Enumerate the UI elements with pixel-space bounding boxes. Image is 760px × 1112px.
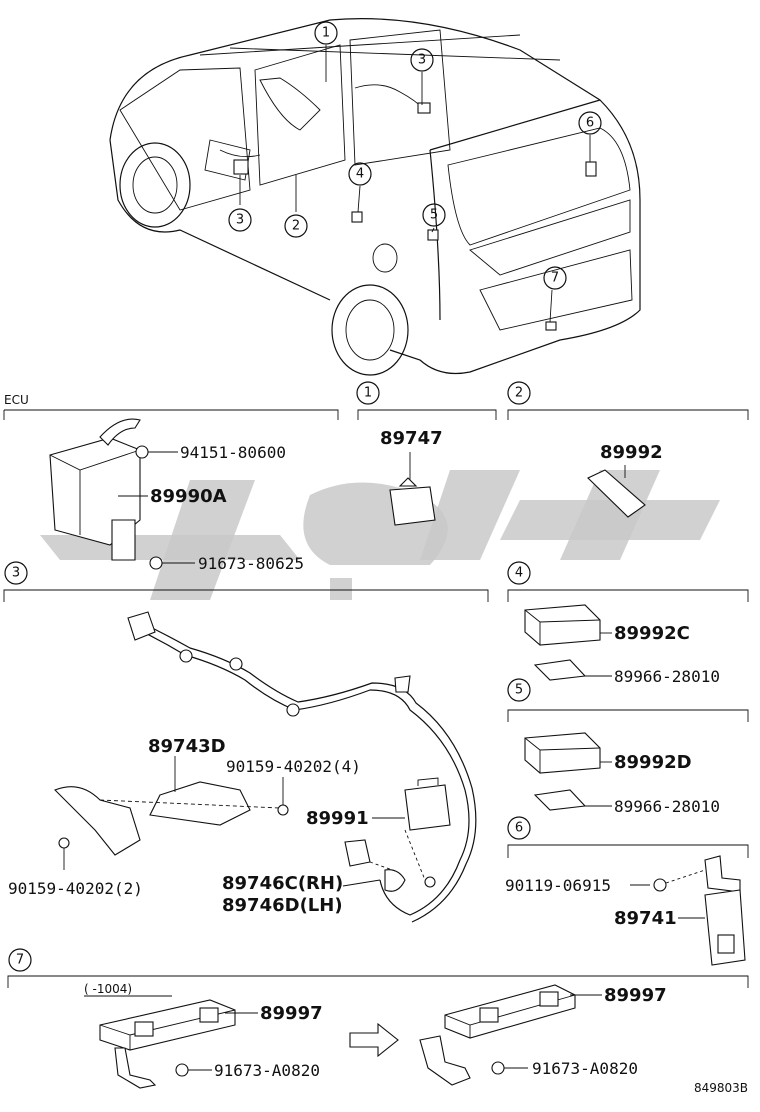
- section-callout-2[interactable]: 2: [507, 381, 531, 405]
- part-89966-28010-b[interactable]: 89966-28010: [614, 797, 720, 816]
- svg-text:4: 4: [356, 167, 364, 182]
- svg-text:4: 4: [515, 566, 523, 581]
- svg-text:6: 6: [515, 821, 523, 836]
- nut-94151-shape: [135, 445, 149, 459]
- part-90119-06915[interactable]: 90119-06915: [505, 876, 611, 895]
- svg-text:7: 7: [551, 271, 559, 286]
- car-callout-6[interactable]: 6: [578, 111, 602, 135]
- car-callout-5[interactable]: 5: [422, 203, 446, 227]
- svg-text:3: 3: [236, 213, 244, 228]
- section-1: 1 89747: [356, 381, 497, 526]
- ecu-label: ECU: [4, 393, 29, 407]
- arrow-icon: [349, 1022, 399, 1058]
- part-90159-40202-4[interactable]: 90159-40202(4): [226, 757, 361, 776]
- part-89992D[interactable]: 89992D: [614, 752, 692, 773]
- part-89991[interactable]: 89991: [306, 808, 369, 829]
- part-89966-28010-a[interactable]: 89966-28010: [614, 667, 720, 686]
- section-ecu: ECU 94151-80600 89990A 91673-80625: [3, 393, 339, 573]
- svg-text:1: 1: [322, 26, 330, 41]
- part-89991-shape: [404, 784, 451, 831]
- section-3: 3 89991 89746C(RH) 89746D(LH) 89743D 901…: [3, 561, 489, 923]
- section-callout-5[interactable]: 5: [507, 678, 531, 702]
- part-89741-shape: [704, 889, 746, 966]
- part-89990A[interactable]: 89990A: [150, 486, 227, 507]
- part-89746C-RH[interactable]: 89746C(RH): [222, 873, 343, 894]
- section-5: 5 89992D 89966-28010: [507, 678, 749, 816]
- part-89992C[interactable]: 89992C: [614, 623, 690, 644]
- svg-text:1: 1: [364, 386, 372, 401]
- section-callout-7[interactable]: 7: [8, 948, 32, 972]
- car-callout-2[interactable]: 2: [284, 214, 308, 238]
- section-callout-3[interactable]: 3: [4, 561, 28, 585]
- part-89743D-shape: [149, 781, 251, 826]
- part-91673-A0820-new[interactable]: 91673-A0820: [532, 1059, 638, 1078]
- part-89747[interactable]: 89747: [380, 428, 443, 449]
- section-6: 6 90119-06915 89741: [505, 816, 749, 966]
- section-4: 4 89992C 89966-28010: [507, 561, 749, 686]
- part-94151-80600[interactable]: 94151-80600: [180, 443, 286, 462]
- date-range-note: ( -1004): [84, 982, 132, 996]
- svg-text:5: 5: [430, 208, 438, 223]
- svg-text:3: 3: [418, 53, 426, 68]
- part-89997-old[interactable]: 89997: [260, 1003, 323, 1024]
- svg-text:7: 7: [16, 953, 24, 968]
- svg-text:3: 3: [12, 566, 20, 581]
- figure-code: 849803B: [694, 1081, 748, 1095]
- section-callout-4[interactable]: 4: [507, 561, 531, 585]
- part-89992-shape: [587, 469, 646, 518]
- svg-text:2: 2: [292, 219, 300, 234]
- part-89992[interactable]: 89992: [600, 442, 663, 463]
- part-89746D-LH[interactable]: 89746D(LH): [222, 895, 343, 916]
- car-callout-1[interactable]: 1: [314, 21, 338, 45]
- car-callout-3-door[interactable]: 3: [228, 208, 252, 232]
- car-callout-3-roof[interactable]: 3: [410, 48, 434, 72]
- vehicle-illustration: 1 3 6 4 5 3 2 7: [109, 18, 641, 376]
- bolt-91673-shape: [149, 556, 163, 570]
- part-89992C-shape: [524, 604, 601, 646]
- part-89743D[interactable]: 89743D: [148, 736, 226, 757]
- part-89747-shape: [389, 486, 436, 526]
- section-callout-1[interactable]: 1: [356, 381, 380, 405]
- svg-text:5: 5: [515, 683, 523, 698]
- svg-text:6: 6: [586, 116, 594, 131]
- svg-text:2: 2: [515, 386, 523, 401]
- part-89997-new[interactable]: 89997: [604, 985, 667, 1006]
- car-callout-4[interactable]: 4: [348, 162, 372, 186]
- section-7: 7 ( -1004) 89997 91673-A0820 89997 91673…: [7, 948, 749, 1089]
- part-90159-40202-2[interactable]: 90159-40202(2): [8, 879, 143, 898]
- section-callout-6[interactable]: 6: [507, 816, 531, 840]
- part-91673-80625[interactable]: 91673-80625: [198, 554, 304, 573]
- part-91673-A0820-old[interactable]: 91673-A0820: [214, 1061, 320, 1080]
- part-89992D-shape: [524, 732, 601, 774]
- car-callout-7[interactable]: 7: [543, 266, 567, 290]
- part-89741[interactable]: 89741: [614, 908, 677, 929]
- watermark-logo: [40, 470, 720, 600]
- section-2: 2 89992: [507, 381, 749, 518]
